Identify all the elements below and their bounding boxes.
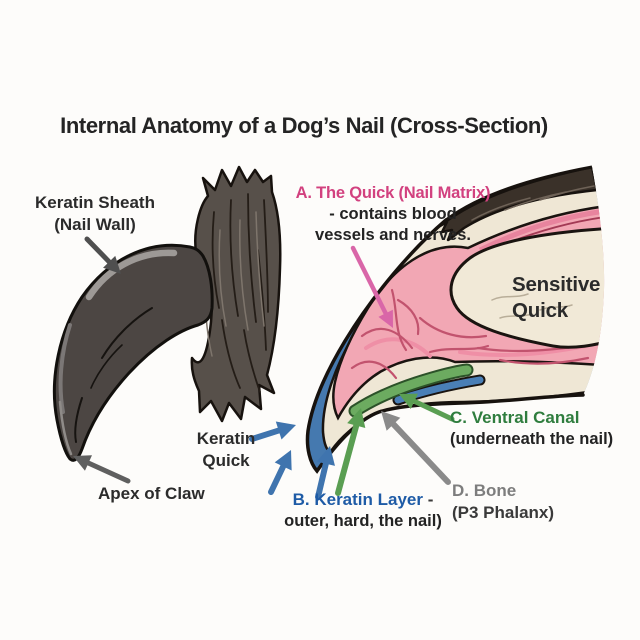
keratin-quick-line1: Keratin (196, 429, 256, 448)
section-top-outline (445, 165, 593, 222)
bone-heading: D. Bone (452, 481, 517, 500)
fur-texture (211, 193, 269, 393)
bone-label: D. Bone (P3 Phalanx) (452, 480, 592, 524)
keratin-layer-arrow-right (316, 446, 335, 466)
cross-section-illustration (305, 165, 605, 474)
diagram-title: Internal Anatomy of a Dog’s Nail (Cross-… (60, 113, 548, 138)
quick-label: A. The Quick (Nail Matrix) - contains bl… (288, 183, 498, 246)
claw-shading (58, 249, 178, 456)
keratin-quick-arrow (275, 421, 296, 440)
keratin-sheath-arrow (103, 255, 121, 274)
sensitive-quick-line2: Quick (512, 299, 568, 323)
ventral-canal-arrow-bottom (347, 408, 366, 429)
sensitive-quick-line1: Sensitive (512, 273, 601, 296)
keratin-sheath-claw (52, 243, 214, 462)
keratin-layer-heading: B. Keratin Layer (292, 490, 423, 509)
nail-sole-cream (370, 376, 542, 420)
bone-arrow (381, 411, 401, 431)
sensitive-quick-region (449, 226, 605, 349)
keratin-layer-arrow-left (274, 450, 292, 471)
keratin-sheath-line1: Keratin Sheath (35, 193, 155, 212)
keratin-sheath-label: Keratin Sheath (Nail Wall) (14, 192, 176, 236)
bone-desc: (P3 Phalanx) (452, 502, 555, 522)
ventral-canal-arrow-bottom (335, 415, 362, 496)
keratin-layer-desc: outer, hard, the nail) (284, 512, 442, 531)
ventral-canal-green (350, 365, 472, 416)
ventral-canal-arrow-label (405, 395, 455, 422)
keratin-layer-line1: B. Keratin Layer - (250, 489, 476, 511)
bone-arrow (385, 415, 451, 485)
apex-arrow (79, 457, 131, 484)
keratin-quick-label: Keratin Quick (178, 428, 274, 472)
quick-desc-line2: vessels and nerves. (315, 226, 471, 245)
keratin-layer-label: B. Keratin Layer - outer, hard, the nail… (250, 489, 476, 533)
quick-heading: A. The Quick (Nail Matrix) (295, 184, 491, 202)
sensitive-quick-label: Sensitive Quick (512, 272, 622, 324)
top-vessel (478, 207, 605, 253)
claw-illustration (52, 165, 282, 462)
apex-of-claw-label: Apex of Claw (98, 484, 205, 503)
ventral-canal-label: C. Ventral Canal (underneath the nail) (450, 407, 625, 450)
ventral-canal-arrow-label (399, 393, 419, 409)
quick-arrow (378, 309, 393, 328)
section-outline (305, 218, 585, 474)
quick-desc-line1: - contains blood (329, 205, 457, 224)
keratin-sheath-line2: (Nail Wall) (54, 214, 136, 234)
keratin-quick-line2: Quick (202, 450, 250, 470)
ventral-canal-desc: (underneath the nail) (450, 429, 614, 448)
keratin-layer-dash: - (423, 490, 434, 509)
quick-arrow (350, 245, 391, 322)
ventral-canal-heading: C. Ventral Canal (450, 408, 580, 427)
top-fur-texture (471, 185, 595, 221)
annotation-arrows (73, 236, 455, 500)
apex-arrow (73, 455, 92, 471)
